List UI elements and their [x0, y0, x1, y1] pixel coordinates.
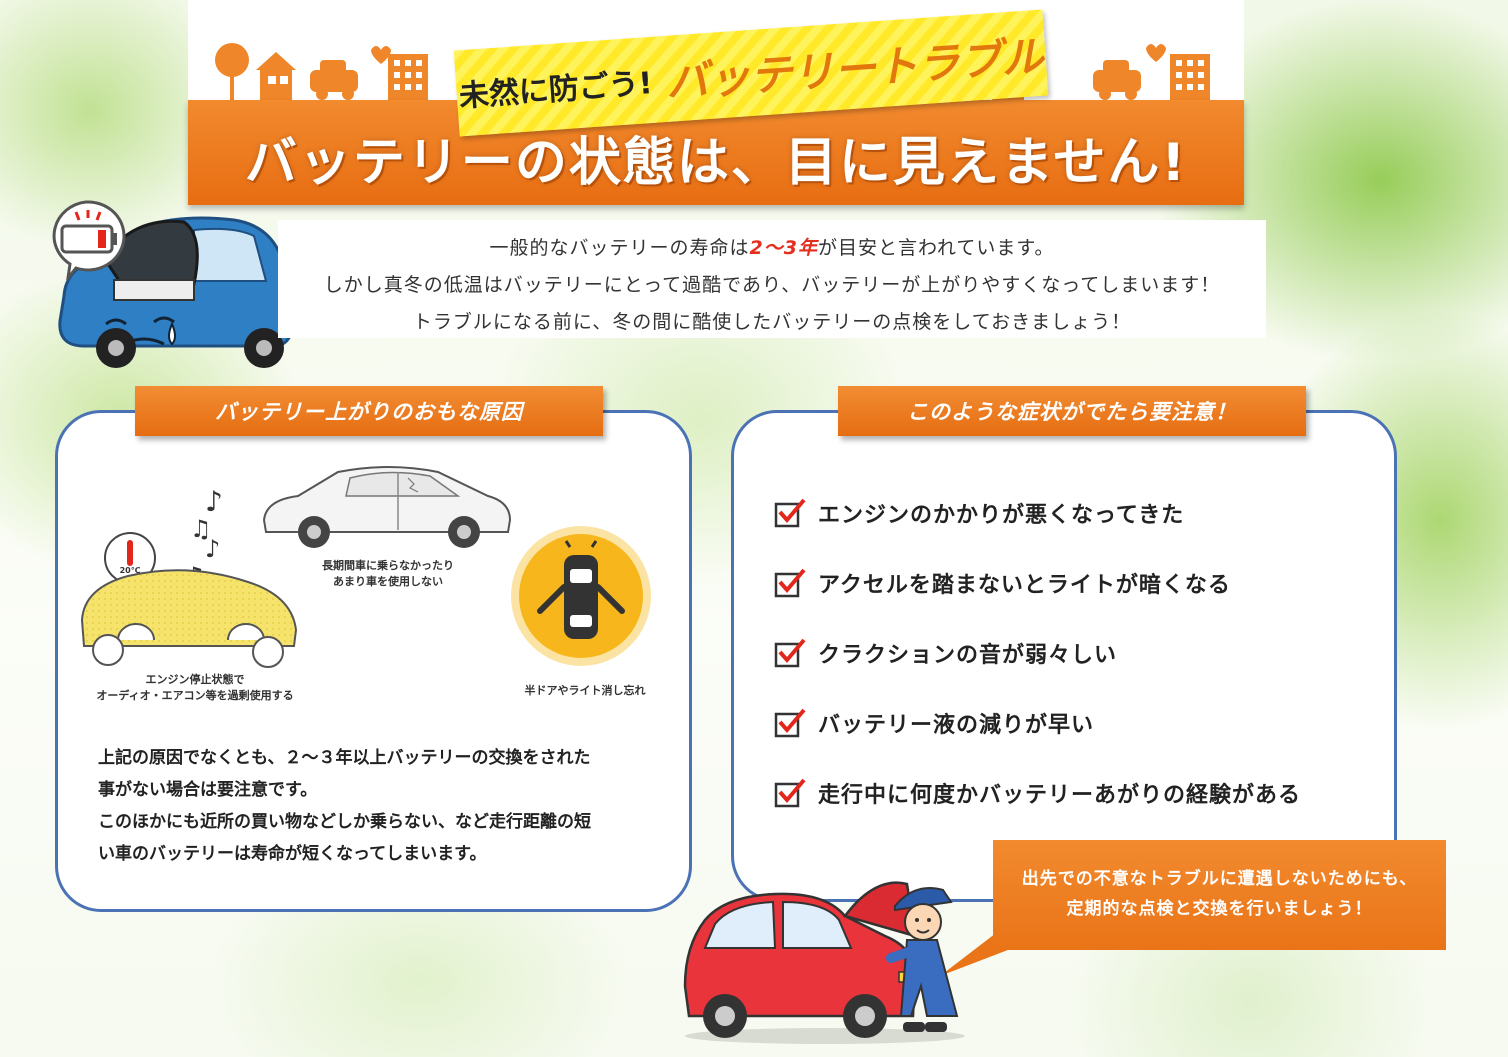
music-note-icon: ♫ — [190, 515, 212, 543]
list-item: クラクションの音が弱々しい — [774, 618, 1374, 688]
list-item: エンジンのかかりが悪くなってきた — [774, 478, 1374, 548]
sedan-illustration — [262, 466, 512, 548]
intro-text: 一般的なバッテリーの寿命は2～3年が目安と言われています。 しかし真冬の低温はバ… — [278, 220, 1266, 338]
checkbox-icon — [774, 638, 806, 668]
ribbon-lead: 未然に防ごう! — [457, 65, 654, 115]
open-door-icon — [511, 526, 651, 666]
ribbon-main: バッテリートラブル — [664, 31, 1046, 107]
symptoms-panel — [731, 410, 1397, 902]
caption-door: 半ドアやライト消し忘れ — [524, 684, 646, 697]
causes-note: 上記の原因でなくとも、２～３年以上バッテリーの交換をされた 事がない場合は要注意… — [98, 748, 591, 864]
battery-icon — [52, 200, 126, 280]
list-item: アクセルを踏まないとライトが暗くなる — [774, 548, 1374, 618]
intro-line-2: しかし真冬の低温はバッテリーにとって過酷であり、バッテリーが上がりやすくなってし… — [323, 274, 1221, 296]
symptoms-heading: このような症状がでたら要注意！ — [838, 386, 1306, 436]
symptom-list: エンジンのかかりが悪くなってきた アクセルを踏まないとライトが暗くなる クラクシ… — [774, 478, 1374, 828]
checkbox-icon — [774, 708, 806, 738]
intro-line-1: 一般的なバッテリーの寿命は2～3年が目安と言われています。 — [489, 237, 1055, 259]
music-note-icon: ♪ — [205, 485, 223, 518]
checkbox-icon — [774, 568, 806, 598]
header-banner: バッテリーの状態は、目に見えません! 未然に防ごう! バッテリートラブル — [188, 0, 1244, 205]
intro-line-3: トラブルになる前に、冬の間に酷使したバッテリーの点検をしておきましょう！ — [412, 311, 1132, 333]
checkbox-icon — [774, 498, 806, 528]
list-item: 走行中に何度かバッテリーあがりの経験がある — [774, 758, 1374, 828]
causes-heading: バッテリー上がりのおもな原因 — [135, 386, 603, 436]
caption-long-term: 長期間車に乗らなかったり あまり車を使用しない — [322, 559, 454, 588]
caption-engine-off: エンジン停止状態で オーディオ・エアコン等を過剰使用する — [96, 673, 294, 702]
page-title: バッテリーの状態は、目に見えません! — [244, 133, 1188, 193]
music-note-icon: ♪ — [205, 535, 221, 563]
callout-bubble: 出先での不意なトラブルに遭遇しないためにも、 定期的な点検と交換を行いましょう！ — [993, 840, 1446, 950]
mechanic-illustration — [683, 881, 965, 1044]
checkbox-icon — [774, 778, 806, 808]
car-cover-illustration — [80, 569, 298, 668]
list-item: バッテリー液の減りが早い — [774, 688, 1374, 758]
lifespan-highlight: 2～3年 — [749, 237, 818, 259]
